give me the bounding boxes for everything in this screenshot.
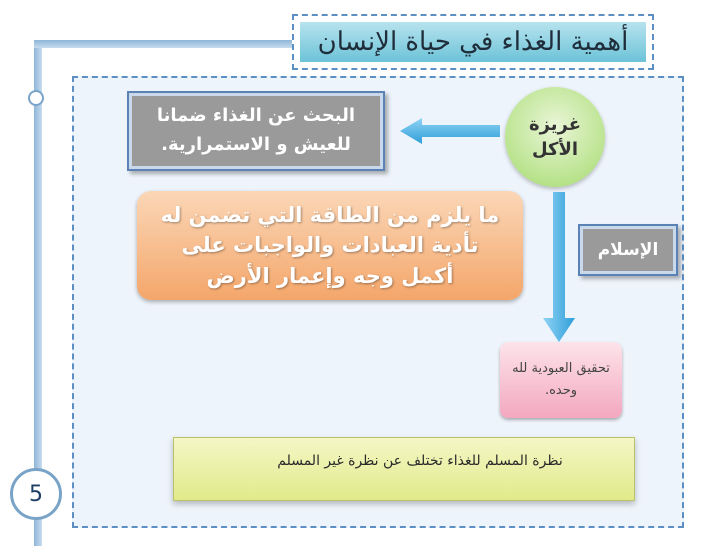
decorative-frame-left: [34, 40, 42, 546]
bottom-note-text: نظرة المسلم للغذاء تختلف عن نظرة غير الم…: [277, 453, 563, 469]
search-food-box: البحث عن الغذاء ضمانا للعيش و الاستمراري…: [127, 91, 385, 171]
islam-box: الإسلام: [578, 224, 678, 276]
slide-title: أهمية الغذاء في حياة الإنسان: [300, 22, 646, 62]
title-box: أهمية الغذاء في حياة الإنسان: [292, 14, 654, 70]
arrow-down-icon: [543, 192, 575, 342]
bottom-note-box: [173, 437, 635, 501]
page-number: 5: [10, 468, 62, 520]
worship-box: تحقيق العبودية لله وحده.: [500, 342, 622, 418]
arrow-left-icon: [400, 118, 500, 144]
decorative-frame-top: [34, 40, 296, 48]
instinct-circle: غريزة الأكل: [505, 87, 605, 187]
decorative-circle: [28, 90, 44, 106]
energy-box: ما يلزم من الطاقة التي تضمن له تأدية الع…: [137, 191, 523, 300]
